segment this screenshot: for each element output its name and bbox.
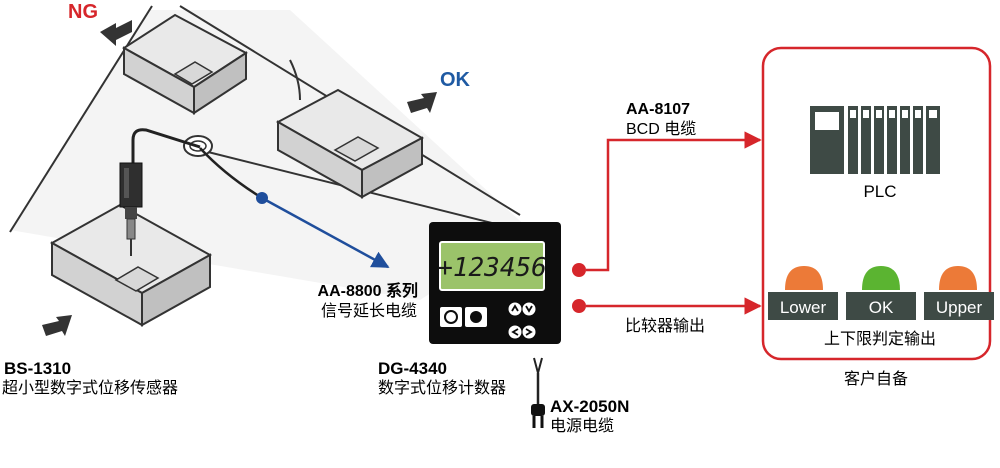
- judge-lamps: Lower OK Upper: [768, 266, 994, 320]
- lamp-upper: Upper: [924, 266, 994, 320]
- meter-nav-buttons: [507, 301, 537, 340]
- feed-direction-arrow: [42, 315, 72, 336]
- power-cable: [531, 357, 545, 428]
- plc-label: PLC: [863, 182, 896, 201]
- meter-model: DG-4340: [378, 359, 447, 378]
- meter-desc: 数字式位移计数器: [378, 379, 506, 397]
- lamp-lower: Lower: [768, 266, 838, 320]
- ext-cable-desc: 信号延长电缆: [321, 302, 417, 320]
- workpiece-ng: [122, 13, 248, 115]
- meter-display-value: +123456: [437, 253, 547, 283]
- svg-text:OK: OK: [869, 298, 894, 317]
- customer-supplied-box: [761, 46, 992, 361]
- cable-connector: [256, 192, 268, 204]
- plc-unit: [810, 106, 940, 174]
- bcd-output-line: [572, 131, 762, 277]
- bcd-cable-model: AA-8107: [626, 101, 690, 118]
- ng-direction-arrow: [100, 20, 132, 46]
- comparator-output-label: 比较器输出: [625, 317, 705, 335]
- meter-lcd: [439, 241, 545, 291]
- comparator-output-line: [572, 297, 762, 315]
- ext-cable-model: AA-8800 系列: [318, 281, 418, 300]
- signal-cable: [199, 147, 390, 269]
- displacement-sensor: [119, 128, 201, 256]
- customer-supplied-label: 客户自备: [844, 370, 908, 388]
- counter-meter: +123456: [429, 222, 561, 344]
- ok-label: OK: [440, 69, 471, 91]
- svg-text:Lower: Lower: [780, 298, 827, 317]
- power-cable-model: AX-2050N: [550, 397, 629, 416]
- ng-label: NG: [68, 1, 98, 23]
- judge-output-label: 上下限判定输出: [824, 330, 936, 348]
- bcd-cable-desc: BCD 电缆: [626, 120, 696, 138]
- power-cable-desc: 电源电缆: [550, 417, 614, 435]
- workpiece-ok: [275, 88, 425, 199]
- svg-text:Upper: Upper: [936, 298, 983, 317]
- sensor-desc: 超小型数字式位移传感器: [2, 379, 178, 397]
- lamp-ok: OK: [846, 266, 916, 320]
- ok-direction-arrow: [407, 92, 437, 113]
- sensor-model: BS-1310: [4, 359, 71, 378]
